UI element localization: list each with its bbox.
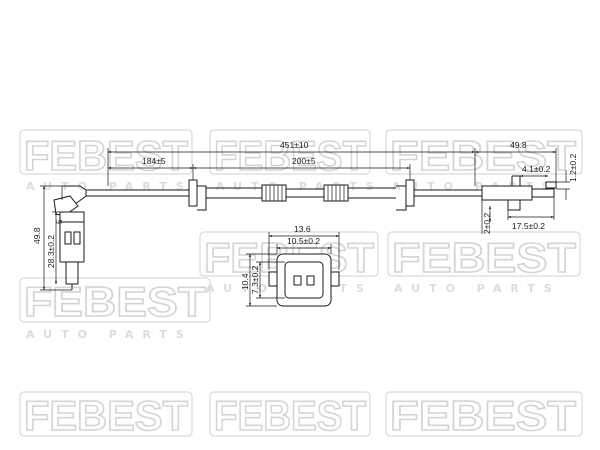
dim-connector-height-inner: 7.3±0.2 [250,265,260,294]
watermark-layer: FEBEST AUTO PARTS FEBEST AUTO PARTS FEBE… [19,129,583,440]
cable-line-left [86,189,190,197]
dim-connector-width-outer: 13.6 [294,224,311,234]
watermark-mid-left: FEBEST AUTO PARTS [19,277,211,341]
watermark-top-left: FEBEST AUTO PARTS [19,129,193,193]
watermark-brand: FEBEST [214,392,366,439]
watermark-brand: FEBEST [390,132,576,179]
watermark-tagline: AUTO PARTS [26,180,193,193]
connector-end-view [268,253,340,307]
cable-line-right [414,189,482,197]
dim-right-end-length: 49.8 [510,140,527,150]
watermark-mid-right: FEBEST AUTO PARTS [387,231,581,295]
dim-overall-length: 451±10 [280,140,309,150]
grommet-left [188,179,198,207]
dim-right-tip-offset: 4.1±0.2 [522,164,551,174]
watermark-tagline: AUTO PARTS [216,180,383,193]
watermark-brand: FEBEST [214,132,366,179]
watermark-bottom-left: FEBEST [19,391,193,440]
watermark-brand: FEBEST [24,132,188,179]
dim-right-bracket-thickness: 2±0.2 [482,213,492,234]
grommet-right [405,179,415,207]
watermark-brand: FEBEST [24,392,188,439]
watermark-tagline: AUTO PARTS [394,282,561,295]
watermark-bottom-center: FEBEST [209,391,371,440]
corrugated-sleeve-left [261,184,287,202]
dim-sensor-height: 49.8 [32,227,42,244]
watermark-brand: FEBEST [390,392,576,439]
dim-segment-left: 184±5 [142,156,166,166]
dimension-lines [40,148,570,307]
dim-right-bracket-length: 17.5±0.2 [512,221,545,231]
sensor-head-right [481,175,557,211]
dim-sensor-body: 28.3±0.2 [46,235,56,268]
watermark-brand: FEBEST [24,278,206,325]
sensor-side-view [53,185,87,290]
watermark-tagline: AUTO PARTS [392,180,559,193]
watermark-tagline: AUTO PARTS [26,328,193,341]
dim-right-tip-height: 1.2±0.2 [568,153,578,182]
dim-connector-height-outer: 10.4 [240,273,250,290]
dim-connector-width-inner: 10.5±0.2 [287,236,320,246]
corrugated-sleeve-right [323,184,349,202]
watermark-bottom-right: FEBEST [385,391,583,440]
dim-sensor-small: 5 [54,219,64,224]
dim-segment-mid: 200±5 [292,156,316,166]
watermark-brand: FEBEST [392,234,576,281]
dimension-labels: 451±10 184±5 200±5 49.8 4.1±0.2 1.2±0.2 … [32,140,578,294]
cable-assembly [86,175,557,211]
